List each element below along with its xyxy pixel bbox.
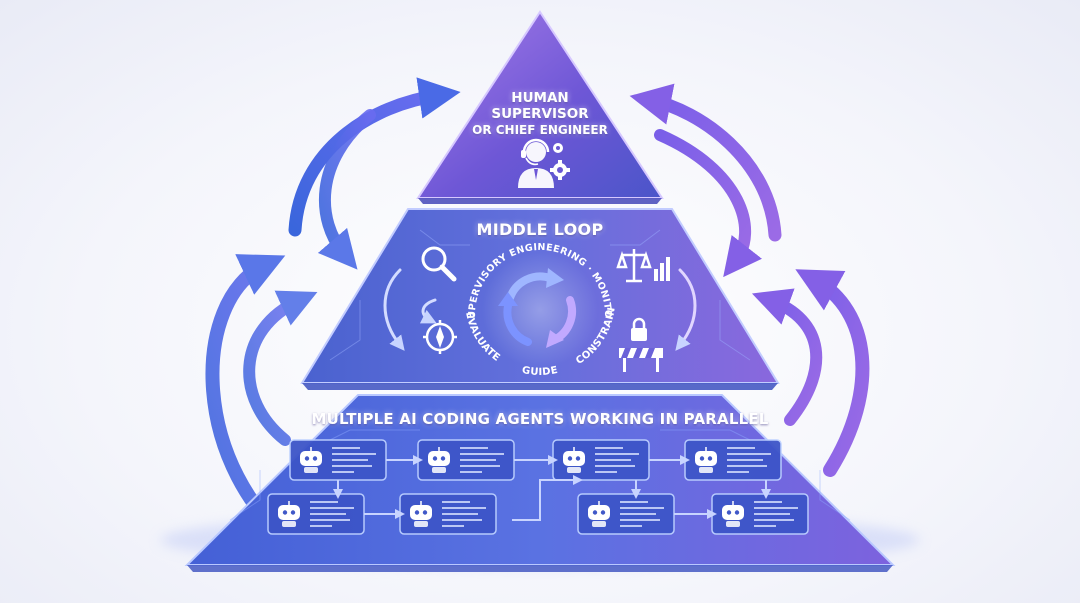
- arrow-right-outer: [815, 280, 862, 470]
- code-line: [442, 501, 470, 503]
- code-line: [595, 459, 631, 461]
- agent-panel: [685, 440, 781, 480]
- code-line: [460, 465, 500, 467]
- arrow-left-down: [325, 115, 370, 255]
- code-line: [754, 525, 776, 527]
- code-line: [727, 453, 771, 455]
- code-line: [332, 471, 354, 473]
- code-line: [460, 459, 496, 461]
- code-line: [727, 459, 763, 461]
- code-line: [310, 507, 354, 509]
- agent-panel: [290, 440, 386, 480]
- agent-panel: [553, 440, 649, 480]
- code-line: [460, 447, 488, 449]
- code-line: [620, 501, 648, 503]
- agent-panel: [712, 494, 808, 534]
- code-line: [620, 525, 642, 527]
- code-line: [754, 519, 794, 521]
- middle-tier-edge: [302, 383, 778, 390]
- cycle-arrows-icon: [482, 252, 598, 368]
- code-line: [332, 465, 372, 467]
- code-line: [727, 465, 767, 467]
- agent-panel: [400, 494, 496, 534]
- agent-panel: [268, 494, 364, 534]
- code-line: [310, 519, 350, 521]
- code-line: [460, 453, 504, 455]
- code-line: [442, 507, 486, 509]
- code-line: [620, 507, 664, 509]
- code-line: [754, 513, 790, 515]
- arrow-right-inner: [770, 300, 816, 420]
- code-line: [754, 501, 782, 503]
- agent-panel: [418, 440, 514, 480]
- code-line: [442, 513, 478, 515]
- code-line: [310, 513, 346, 515]
- code-line: [310, 525, 332, 527]
- top-tier-title: HUMAN SUPERVISOR OR CHIEF ENGINEER: [440, 90, 640, 138]
- code-line: [442, 525, 464, 527]
- code-line: [727, 447, 755, 449]
- code-line: [727, 471, 749, 473]
- code-line: [595, 465, 635, 467]
- code-line: [442, 519, 482, 521]
- middle-tier-title: MIDDLE LOOP: [440, 220, 640, 239]
- code-line: [332, 447, 360, 449]
- code-line: [595, 471, 617, 473]
- code-line: [620, 513, 656, 515]
- bottom-tier-edge: [187, 565, 893, 572]
- code-line: [620, 519, 660, 521]
- top-tier-line-3: OR CHIEF ENGINEER: [440, 122, 640, 138]
- top-tier-line-2: SUPERVISOR: [440, 106, 640, 122]
- code-line: [754, 507, 798, 509]
- bottom-tier-title: MULTIPLE AI CODING AGENTS WORKING IN PAR…: [290, 410, 790, 428]
- code-line: [310, 501, 338, 503]
- top-tier-edge: [418, 198, 662, 204]
- code-line: [332, 453, 376, 455]
- top-tier-line-1: HUMAN: [440, 90, 640, 106]
- code-line: [460, 471, 482, 473]
- code-line: [595, 447, 623, 449]
- agent-panel: [578, 494, 674, 534]
- code-line: [332, 459, 368, 461]
- code-line: [595, 453, 639, 455]
